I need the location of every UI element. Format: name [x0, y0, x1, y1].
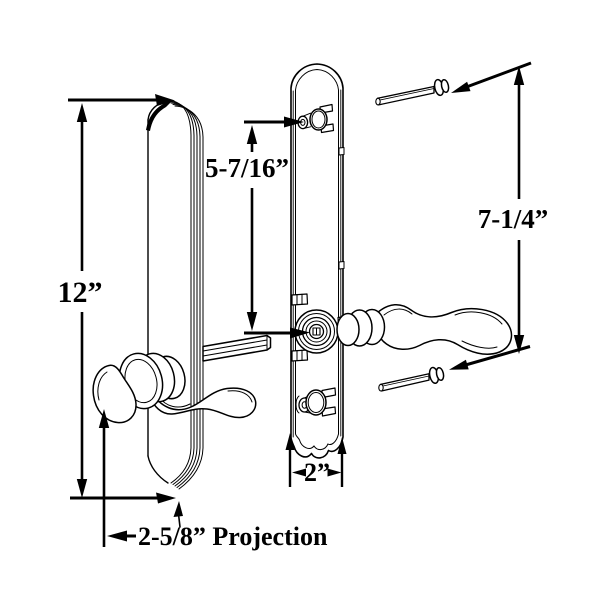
arrowhead-right [327, 468, 342, 477]
arrowhead-down [76, 479, 88, 498]
mounting-screw-top [375, 78, 450, 106]
arrowhead-down [513, 335, 525, 354]
plate-clip [291, 293, 309, 306]
right-lever [336, 304, 513, 355]
arrowhead-up [76, 103, 88, 122]
label-projection: 2-5/8” Projection [138, 522, 328, 551]
arrowhead-to-screw [451, 81, 471, 93]
arrowhead-plate-tip [173, 501, 183, 517]
label-plate-height: 12” [58, 276, 103, 309]
label-hole-spacing: 5-7/16” [205, 153, 289, 183]
label-plate-width: 2” [304, 458, 330, 487]
plate-top-shading [146, 100, 173, 131]
dim-hole-spacing: 5-7/16” [205, 116, 310, 339]
label-screw-span: 7-1/4” [478, 204, 549, 234]
dim-screw-span: 7-1/4” [449, 61, 549, 370]
dim-plate-width: 2” [285, 433, 347, 487]
arrowhead-up [337, 437, 347, 454]
spindle-bar [202, 334, 272, 362]
arrowhead-left [107, 530, 127, 542]
arrowhead [155, 94, 175, 106]
lower-mounting-post [295, 387, 337, 417]
arrowhead-up [98, 409, 110, 428]
plate-tab [338, 261, 345, 270]
left-lever [92, 352, 257, 424]
arrowhead-down [246, 312, 258, 331]
arrowhead-to-screw [449, 359, 469, 370]
right-lever-arm [375, 304, 513, 355]
mounting-screw-bottom [378, 366, 445, 392]
plate-tab [338, 147, 345, 156]
arrowhead-up [246, 125, 258, 144]
plate-clip [291, 349, 309, 362]
left-assembly [92, 99, 272, 490]
arrowhead-up [285, 433, 295, 450]
dim-plate-height: 12” [58, 94, 183, 528]
arrowhead-left [292, 468, 306, 477]
arrowhead-right [290, 327, 310, 339]
right-lever-hub [336, 308, 386, 347]
arrowhead [156, 492, 176, 504]
arrowhead-right [284, 116, 304, 128]
arrowhead-up [513, 66, 525, 85]
top-mounting-post [297, 103, 335, 134]
left-plate [146, 99, 204, 490]
dim-projection: 2-5/8” Projection [98, 409, 328, 551]
left-lever-arm [149, 387, 257, 419]
left-lever-grip [92, 364, 137, 424]
right-assembly [290, 63, 513, 459]
